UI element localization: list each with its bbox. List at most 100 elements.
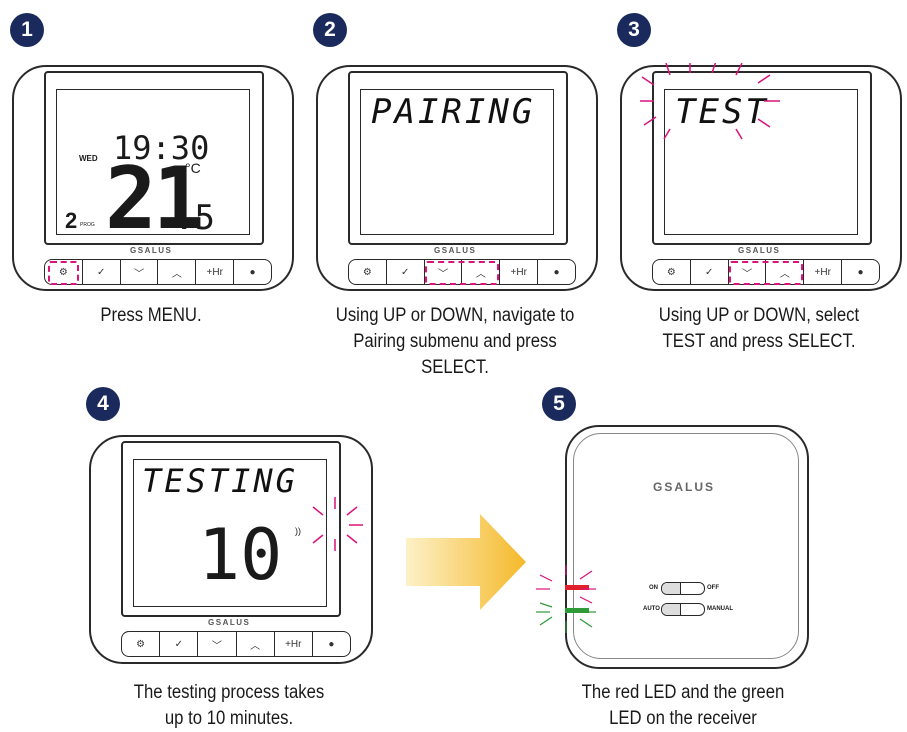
chevron-down-icon: ﹀ (134, 268, 145, 280)
step-2-caption: Using UP or DOWN, navigate to Pairing su… (335, 305, 575, 378)
menu-button[interactable]: ⚙ (652, 259, 690, 285)
button-row-1: ⚙ ✓ ﹀ ︿ +Hr ● (44, 259, 272, 285)
step-4-caption: The testing process takes up to 10 minut… (133, 682, 325, 729)
lcd-pairing: PAIRING (360, 89, 554, 235)
chevron-down-icon: ﹀ (438, 268, 449, 280)
thermostat-2: PAIRING GSALUS ⚙ ✓ ﹀ ︿ +Hr ● (316, 65, 598, 291)
gear-icon: ⚙ (136, 638, 146, 650)
arrow-right-icon (406, 514, 526, 610)
plus-hour-button[interactable]: +Hr (499, 259, 538, 285)
down-button[interactable]: ﹀ (727, 259, 766, 285)
menu-button[interactable]: ⚙ (348, 259, 386, 285)
pairing-text: PAIRING (371, 92, 536, 132)
chevron-down-icon: ﹀ (211, 640, 222, 652)
up-down-highlight (729, 261, 803, 285)
button-row-4: ⚙ ✓ ﹀ ︿ +Hr ● (121, 631, 352, 657)
salus-logo-icon: G (130, 246, 138, 255)
down-button[interactable]: ﹀ (197, 631, 236, 657)
plus-hour-button[interactable]: +Hr (803, 259, 842, 285)
gear-icon: ⚙ (666, 266, 676, 278)
button-row-3: ⚙ ✓ ﹀ ︿ +Hr ● (652, 259, 880, 285)
select-button[interactable]: ✓ (385, 259, 424, 285)
countdown-number: 10 (198, 514, 283, 596)
green-led (565, 608, 589, 613)
check-icon: ✓ (174, 638, 183, 650)
switch1-knob (662, 583, 681, 594)
thermostat-3: TEST GSALUS ⚙ ✓ ﹀ ︿ +Hr ● (620, 63, 902, 291)
screen-frame-1: 19:30 WED 21 °C .5 2 PROG (44, 71, 264, 245)
flame-icon: ● (249, 266, 256, 278)
salus-logo-icon: G (434, 246, 442, 255)
chevron-up-icon: ︿ (250, 640, 261, 652)
step-3-badge: 3 (617, 13, 651, 47)
day-label: WED (79, 154, 98, 163)
red-led (565, 585, 589, 590)
switch2-right-label: MANUAL (707, 606, 733, 612)
salus-logo: GSALUS (738, 246, 781, 255)
plus-hour-button[interactable]: +Hr (195, 259, 234, 285)
up-button[interactable]: ︿ (765, 259, 804, 285)
gear-icon: ⚙ (58, 266, 68, 278)
signal-blink-rays-icon (312, 497, 363, 551)
lcd-testing: TESTING 10 )) (133, 459, 327, 607)
flame-icon: ● (553, 266, 560, 278)
select-button[interactable]: ✓ (159, 631, 198, 657)
step-2-badge: 2 (313, 13, 347, 47)
chevron-down-icon: ﹀ (742, 268, 753, 280)
salus-logo-icon: G (738, 246, 746, 255)
led-blink-rays-icon (536, 565, 596, 633)
time-display: 19:30 (113, 129, 210, 167)
power-button[interactable]: ● (233, 259, 272, 285)
screen-frame-4: TESTING 10 )) (121, 441, 341, 617)
thermostat-1: 19:30 WED 21 °C .5 2 PROG GSALUS ⚙ ✓ ﹀ ︿… (12, 65, 294, 291)
program-number: 2 (65, 208, 78, 233)
salus-logo: GSALUS (208, 618, 251, 627)
menu-highlight (48, 261, 79, 285)
check-icon: ✓ (705, 266, 714, 278)
plus-hour-button[interactable]: +Hr (273, 631, 312, 657)
gear-icon: ⚙ (362, 266, 372, 278)
check-icon: ✓ (97, 266, 106, 278)
menu-button[interactable]: ⚙ (121, 631, 160, 657)
receiver-inner-border (573, 433, 799, 659)
switch2-left-label: AUTO (643, 606, 660, 612)
step-3-caption: Using UP or DOWN, select TEST and press … (658, 305, 860, 352)
blink-rays-icon (640, 63, 780, 140)
button-row-2: ⚙ ✓ ﹀ ︿ +Hr ● (348, 259, 576, 285)
power-button[interactable]: ● (311, 631, 352, 657)
chevron-up-icon: ︿ (171, 268, 182, 280)
auto-manual-switch[interactable] (661, 603, 705, 616)
up-button[interactable]: ︿ (235, 631, 274, 657)
screen-frame-2: PAIRING (348, 71, 568, 245)
step-5-caption: The red LED and the green LED on the rec… (581, 682, 785, 729)
switch1-left-label: ON (649, 585, 658, 591)
lcd-home: 19:30 WED 21 °C .5 2 PROG (56, 89, 250, 242)
test-text: TEST (675, 92, 769, 132)
check-icon: ✓ (401, 266, 410, 278)
select-button[interactable]: ✓ (689, 259, 728, 285)
testing-text: TESTING (142, 462, 298, 500)
signal-icon: )) (295, 526, 301, 536)
receiver: GSALUS ON OFF AUTO MANUAL (565, 425, 809, 669)
step-4-badge: 4 (86, 387, 120, 421)
on-off-switch[interactable] (661, 582, 705, 595)
salus-logo-icon: G (653, 480, 665, 494)
lcd-test: TEST (664, 89, 858, 235)
screen-frame-3: TEST (652, 71, 872, 245)
up-button[interactable]: ︿ (461, 259, 500, 285)
chevron-up-icon: ︿ (475, 268, 486, 280)
unit-label: °C (185, 160, 201, 176)
salus-logo-icon: G (208, 618, 216, 627)
up-button[interactable]: ︿ (157, 259, 196, 285)
salus-logo: GSALUS (434, 246, 477, 255)
program-label: PROG (80, 222, 95, 228)
flame-icon: ● (328, 638, 335, 650)
temperature-main: 21 (105, 149, 205, 249)
step-1-caption: Press MENU. (100, 305, 202, 326)
down-button[interactable]: ﹀ (119, 259, 158, 285)
select-button[interactable]: ✓ (81, 259, 120, 285)
temperature-decimal: .5 (174, 198, 215, 238)
power-button[interactable]: ● (537, 259, 576, 285)
step-1-badge: 1 (10, 13, 44, 47)
power-button[interactable]: ● (841, 259, 880, 285)
